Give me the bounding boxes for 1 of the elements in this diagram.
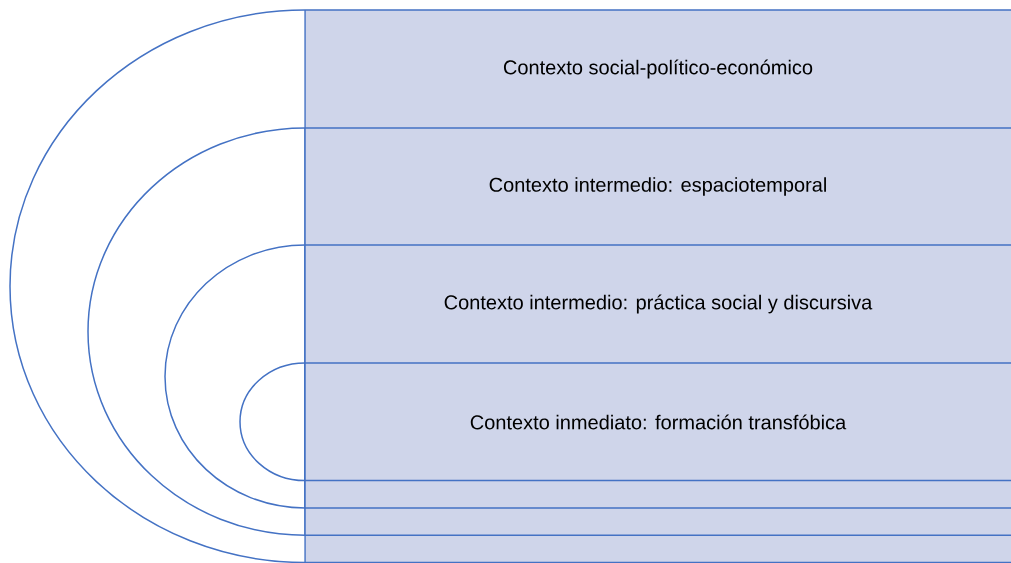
- context-band: Contexto inmediato: formación transfóbica: [239, 362, 1011, 482]
